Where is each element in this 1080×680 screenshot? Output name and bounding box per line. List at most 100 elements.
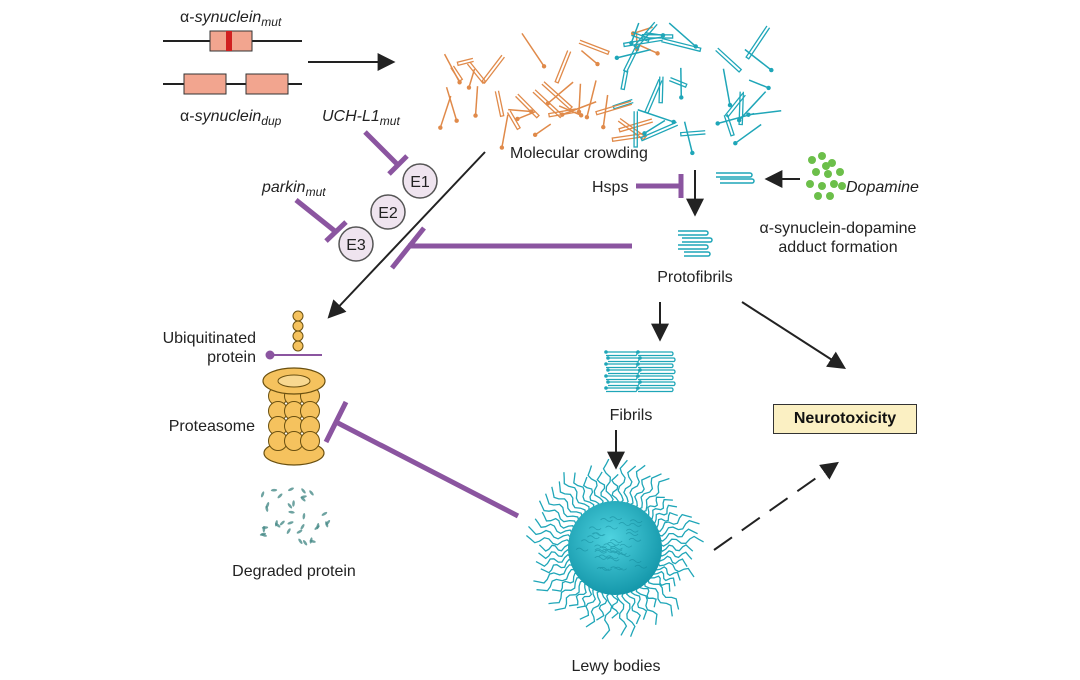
oligomer-small: [716, 172, 755, 184]
dopamine-dot: [808, 156, 816, 164]
uchl1-label: UCH-L1mut: [322, 108, 400, 128]
monomer: [738, 91, 745, 126]
dopamine-cluster: [806, 152, 846, 200]
monomer: [508, 108, 534, 114]
protofibril-glyph: [678, 230, 713, 257]
molecular-crowding-label: Molecular crowding: [510, 145, 648, 162]
monomer: [554, 50, 572, 84]
dopamine-dot: [818, 152, 826, 160]
protofibril-inhibitor: [390, 226, 632, 270]
monomer: [617, 117, 647, 141]
monomer: [560, 101, 597, 117]
monomer: [733, 123, 762, 146]
monomer: [668, 22, 698, 49]
monomer: [576, 83, 582, 115]
proteasome-label: Proteasome: [169, 418, 255, 435]
monomer: [679, 130, 706, 137]
monomer: [580, 49, 600, 67]
enzyme-e1: E1: [402, 163, 438, 199]
dopamine-dot: [812, 168, 820, 176]
proteasome: [262, 367, 326, 466]
dopamine-dot: [838, 182, 846, 190]
hsps-inhibitor: [636, 174, 684, 198]
ubiquitination-arrow: [327, 151, 486, 319]
gene-asyn-dup: [163, 73, 302, 95]
monomer-cluster: [438, 21, 782, 156]
monomer: [473, 86, 479, 118]
monomer: [633, 111, 638, 148]
ubiquitinated-protein: [265, 350, 322, 360]
lewy-bodies-label: Lewy bodies: [572, 658, 661, 675]
monomer: [584, 80, 597, 120]
monomer: [724, 92, 746, 118]
gene-asyn-mut: [163, 30, 302, 52]
hsps-label: Hsps: [592, 179, 628, 196]
monomer: [545, 81, 574, 106]
monomer: [644, 32, 666, 38]
monomer: [521, 32, 547, 69]
enzyme-e3: E3: [338, 226, 374, 262]
fibrils-label: Fibrils: [610, 407, 653, 424]
monomer: [633, 21, 658, 50]
monomer: [639, 121, 679, 142]
svg-text:E3: E3: [346, 237, 366, 254]
dopamine-dot: [828, 159, 836, 167]
dopamine-dot: [836, 168, 844, 176]
adduct-label-line2: adduct formation: [778, 239, 897, 256]
degraded-protein-label: Degraded protein: [232, 563, 356, 580]
dopamine-dot: [814, 192, 822, 200]
monomer: [620, 69, 629, 91]
monomer: [722, 68, 733, 108]
uchl1-inhibitor: [363, 130, 409, 176]
neurotoxicity-box: Neurotoxicity: [773, 404, 917, 434]
monomer: [715, 47, 743, 73]
monomer: [642, 119, 666, 136]
svg-text:E2: E2: [378, 205, 398, 222]
asyn-dup-label: α-synucleindup: [180, 108, 282, 128]
monomer: [644, 79, 663, 114]
monomer: [438, 95, 452, 130]
ubiquitinated-label-line1: Ubiquitinated: [163, 330, 256, 347]
monomer: [736, 91, 767, 123]
monomer: [506, 110, 522, 131]
monomer: [450, 65, 464, 82]
svg-text:E1: E1: [410, 174, 430, 191]
dopamine-dot: [824, 170, 832, 178]
lewy-body: [525, 458, 704, 640]
lewy-inhibitor: [323, 400, 520, 519]
monomer: [466, 61, 487, 85]
monomer: [558, 105, 584, 118]
degraded-fragments: [259, 487, 331, 546]
adduct-label-line1: α-synuclein-dopamine: [760, 220, 917, 237]
parkin-label: parkinmut: [261, 179, 326, 199]
protofibrils-label: Protofibrils: [657, 269, 733, 286]
protofibril-to-neurotoxicity-arrow: [741, 301, 847, 369]
monomer: [515, 93, 540, 119]
monomer: [614, 48, 651, 61]
monomer: [466, 68, 476, 90]
dopamine-dot: [830, 180, 838, 188]
monomer: [601, 94, 609, 130]
monomer: [578, 39, 610, 56]
dopamine-label: Dopamine: [846, 179, 919, 196]
monomer: [745, 25, 771, 60]
fibril-glyph: [604, 350, 676, 393]
monomer: [622, 43, 641, 73]
monomer: [679, 67, 684, 100]
lewy-to-neurotoxicity-arrow: [713, 461, 839, 551]
monomer: [445, 87, 459, 123]
monomer: [532, 123, 552, 138]
monomer: [595, 100, 633, 116]
ubiquitinated-label-line2: protein: [207, 349, 256, 366]
monomer: [658, 76, 664, 104]
monomer: [723, 114, 735, 137]
monomer: [481, 54, 505, 85]
ubiquitin-chain: [292, 310, 304, 352]
dopamine-dot: [806, 180, 814, 188]
dopamine-dot: [826, 192, 834, 200]
monomer: [494, 90, 505, 118]
monomer: [669, 77, 688, 89]
monomer: [638, 44, 660, 56]
monomer: [683, 121, 695, 156]
